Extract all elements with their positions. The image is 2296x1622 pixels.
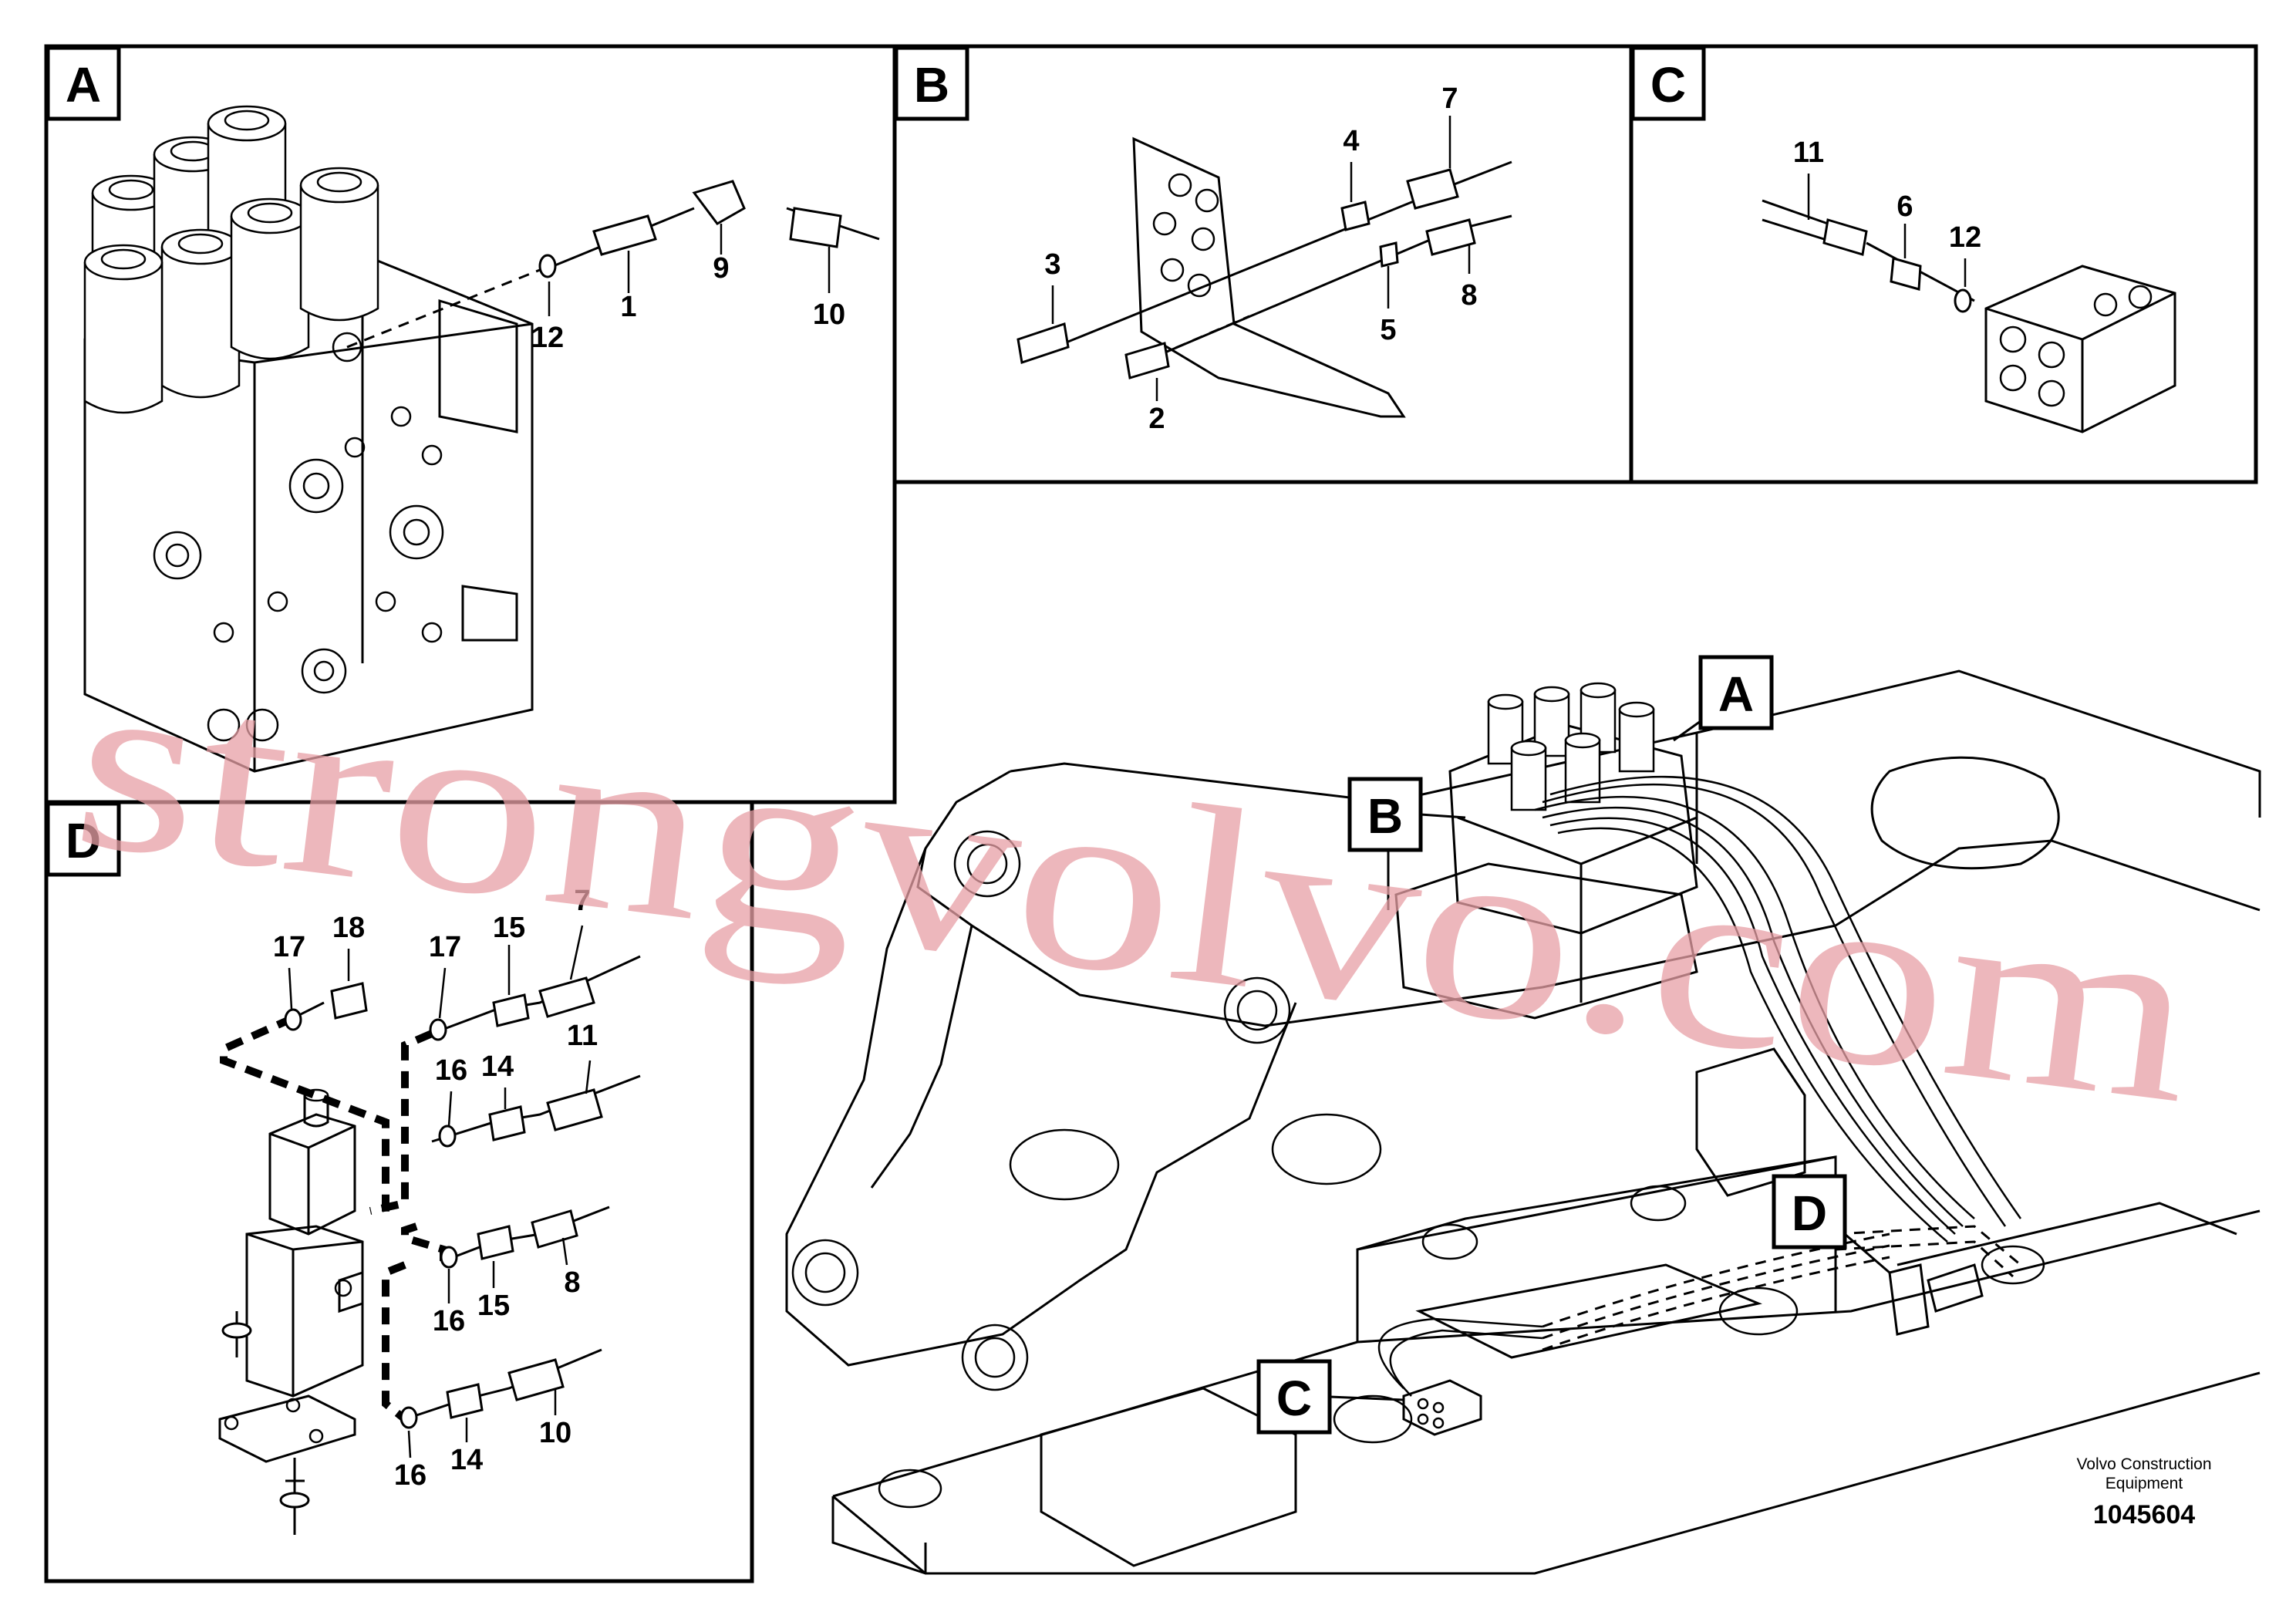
connector-3: [1017, 322, 1070, 364]
callout-d-16-b: 16: [433, 1305, 465, 1337]
hose-end-7: [1406, 168, 1459, 210]
fitting-1: [592, 214, 657, 256]
callout-c-12: 12: [1949, 221, 1981, 254]
overview-callout-d: D: [1772, 1174, 1890, 1274]
hose-end-10: [789, 207, 842, 248]
panel-d-letter-box: [46, 801, 121, 877]
callout-d-16-a: 16: [435, 1054, 467, 1087]
callout-d-15-b: 15: [477, 1290, 510, 1322]
callout-a-10: 10: [813, 298, 845, 331]
fitting-14-a: [488, 1105, 526, 1141]
hose-end-7-d: [538, 976, 595, 1018]
panel-b-frame: [892, 44, 1633, 484]
fitting-14-c: [446, 1383, 484, 1419]
callout-c-6: 6: [1896, 191, 1913, 223]
overview-hose-bundle: [1534, 775, 2022, 1243]
callout-d-7: 7: [574, 885, 590, 917]
callout-b-8: 8: [1461, 279, 1477, 312]
callout-a-1: 1: [620, 291, 636, 323]
hose-end-11: [1822, 218, 1868, 256]
panel-c-frame: [1629, 44, 2258, 484]
callout-d-16-c: 16: [394, 1459, 426, 1492]
plug-18: [330, 982, 368, 1020]
panel-d-letter: D: [66, 813, 101, 868]
callout-b-5: 5: [1380, 314, 1396, 346]
callout-b-2: 2: [1148, 403, 1165, 435]
panel-d: D: [44, 800, 754, 1583]
o-ring-17-right: [429, 1018, 447, 1041]
junction-block: [1984, 265, 2176, 433]
o-ring-16-a: [438, 1125, 457, 1148]
elbow-9: [692, 180, 746, 225]
o-ring-12-c: [1954, 288, 1972, 313]
callout-b-3: 3: [1044, 248, 1060, 281]
overview-drawing: [785, 669, 2261, 1575]
svg-text:C: C: [1276, 1371, 1312, 1426]
callout-b-4: 4: [1343, 125, 1359, 157]
panel-a-letter: A: [66, 57, 101, 113]
hose-end-11-d: [546, 1088, 603, 1131]
panel-b: B 3 4 7 2 5 8: [892, 44, 1633, 484]
callout-d-14-a: 14: [481, 1050, 514, 1083]
overview-callout-c: C: [1256, 1359, 1404, 1435]
hose-end-8-d: [531, 1209, 578, 1249]
callout-d-15-top: 15: [493, 912, 525, 944]
callout-d-18: 18: [332, 912, 365, 944]
callout-d-17-right: 17: [429, 931, 461, 963]
panel-a-letter-box: [46, 46, 121, 121]
panel-c-letter: C: [1650, 57, 1686, 113]
overview-callout-a: A: [1673, 655, 1774, 742]
overview-control-valve: [1394, 682, 1698, 1020]
callout-d-8: 8: [564, 1266, 580, 1299]
o-ring-12: [538, 254, 557, 278]
solenoid-valve-drawing: [218, 1088, 364, 1535]
fitting-15-top: [492, 993, 530, 1027]
brand-line-2: Equipment: [2106, 1475, 2183, 1492]
panel-b-letter-box: [894, 46, 969, 121]
callout-a-12: 12: [531, 322, 564, 354]
svg-text:A: A: [1718, 666, 1754, 722]
callout-d-10: 10: [539, 1417, 571, 1449]
panel-d-frame: [44, 800, 754, 1583]
watermark: strongvolvo.com: [62, 618, 2209, 1157]
panel-c-letter-box: [1630, 46, 1706, 121]
control-valve-drawing: [83, 105, 534, 773]
svg-text:B: B: [1367, 788, 1403, 844]
nut-4: [1340, 201, 1371, 231]
hose-end-8: [1425, 218, 1476, 256]
callout-c-11: 11: [1793, 137, 1824, 169]
overview-callout-b: B: [1347, 777, 1466, 852]
panel-c: C 11 6 12: [1629, 44, 2258, 484]
mounting-bracket: [1132, 137, 1406, 418]
drawing-number: 1045604: [2093, 1500, 2195, 1529]
nut-5: [1379, 241, 1399, 268]
callout-d-14-c: 14: [450, 1444, 483, 1476]
o-ring-16-b: [440, 1246, 458, 1269]
hose-end-10-d: [507, 1358, 565, 1401]
connector-2: [1124, 342, 1170, 379]
callout-a-9: 9: [713, 252, 729, 285]
callout-d-17-left: 17: [273, 931, 305, 963]
brand-line-1: Volvo Construction: [2076, 1455, 2211, 1473]
fitting-6: [1890, 257, 1922, 291]
panel-b-letter: B: [914, 57, 949, 113]
o-ring-16-c: [400, 1406, 418, 1429]
callout-d-11: 11: [567, 1020, 598, 1052]
svg-text:D: D: [1792, 1185, 1827, 1241]
panel-a: A: [44, 44, 897, 804]
callout-b-7: 7: [1441, 83, 1458, 115]
o-ring-17-left: [284, 1008, 302, 1031]
fitting-15-b: [477, 1225, 514, 1260]
